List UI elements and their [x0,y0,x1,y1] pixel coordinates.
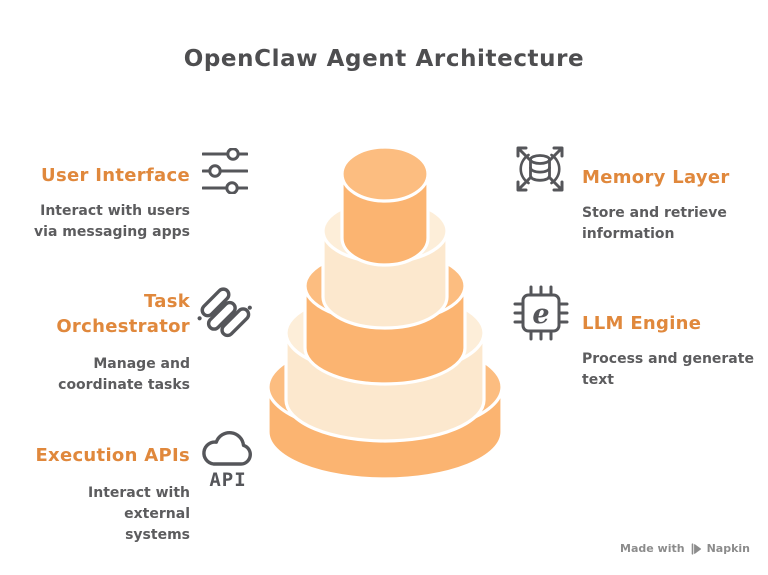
stack-layer-top [340,145,430,203]
layer-stack-diagram [266,145,504,481]
section-memory-layer: Memory Layer Store and retrieve informat… [582,166,757,245]
section-llm-engine: LLM Engine Process and generate text [582,312,762,391]
section-description: Process and generate text [582,350,754,388]
napkin-logo-icon [690,542,702,555]
section-heading: Memory Layer [582,167,730,188]
section-description: Interact with users via messaging apps [34,202,190,240]
section-task-orchestrator: Task Orchestrator Manage and coordinate … [28,290,190,396]
cpu-chip-icon: e [512,283,570,343]
section-execution-apis: Execution APIs Interact with external sy… [18,444,190,546]
api-label: API [209,469,246,491]
section-heading: Task Orchestrator [56,291,190,337]
cloud-api-icon: API [199,424,257,492]
section-heading: LLM Engine [582,313,702,334]
database-expand-icon [510,140,570,198]
section-description: Manage and coordinate tasks [58,355,190,393]
chip-letter: e [532,299,549,330]
made-with-napkin-link[interactable]: Made with Napkin [620,542,750,555]
section-description: Store and retrieve information [582,204,727,242]
coil-workflow-icon [196,285,252,341]
section-heading: User Interface [41,165,190,186]
section-user-interface: User Interface Interact with users via m… [28,164,190,243]
section-heading: Execution APIs [35,445,190,466]
footer-prefix: Made with [620,542,685,555]
footer-brand: Napkin [706,542,750,555]
page-title: OpenClaw Agent Architecture [183,46,585,72]
section-description: Interact with external systems [88,484,190,543]
sliders-icon [202,148,248,194]
